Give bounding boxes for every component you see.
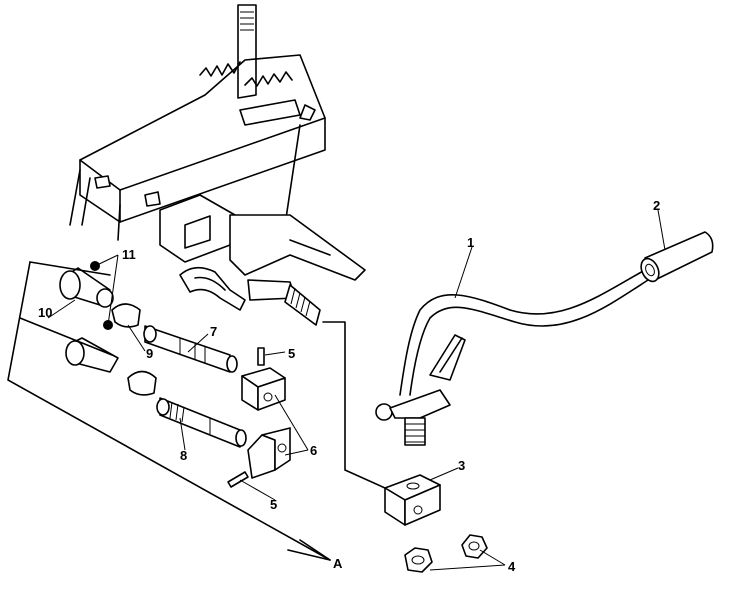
callout-7: 7: [210, 324, 217, 339]
shaft-assembly-upper: [59, 267, 238, 373]
callout-6: 6: [310, 443, 317, 458]
guide-lines: [7, 261, 386, 561]
callout-A: A: [333, 556, 343, 571]
connector-block: [384, 474, 441, 526]
selector-fork-body: [159, 194, 366, 326]
callout-2: 2: [653, 198, 660, 213]
handle-grip: [640, 231, 714, 283]
slotted-blocks: [241, 367, 291, 479]
pins: [227, 347, 265, 488]
callout-8: 8: [180, 448, 187, 463]
callout-5-upper: 5: [288, 346, 295, 361]
gearbox-housing: [69, 4, 326, 241]
callout-1: 1: [467, 235, 474, 250]
shift-lever: [375, 269, 649, 446]
callout-9: 9: [146, 346, 153, 361]
callout-4: 4: [508, 559, 516, 574]
callout-3: 3: [458, 458, 465, 473]
callout-5-lower: 5: [270, 497, 277, 512]
shaft-assembly-lower: [65, 337, 247, 448]
callout-11: 11: [122, 247, 136, 262]
leader-lines: [47, 209, 666, 571]
callout-labels: 1 2 3 4 5 5 6 7 8 9 10 11 A: [38, 198, 660, 574]
nuts: [404, 534, 488, 573]
callout-10: 10: [38, 305, 52, 320]
